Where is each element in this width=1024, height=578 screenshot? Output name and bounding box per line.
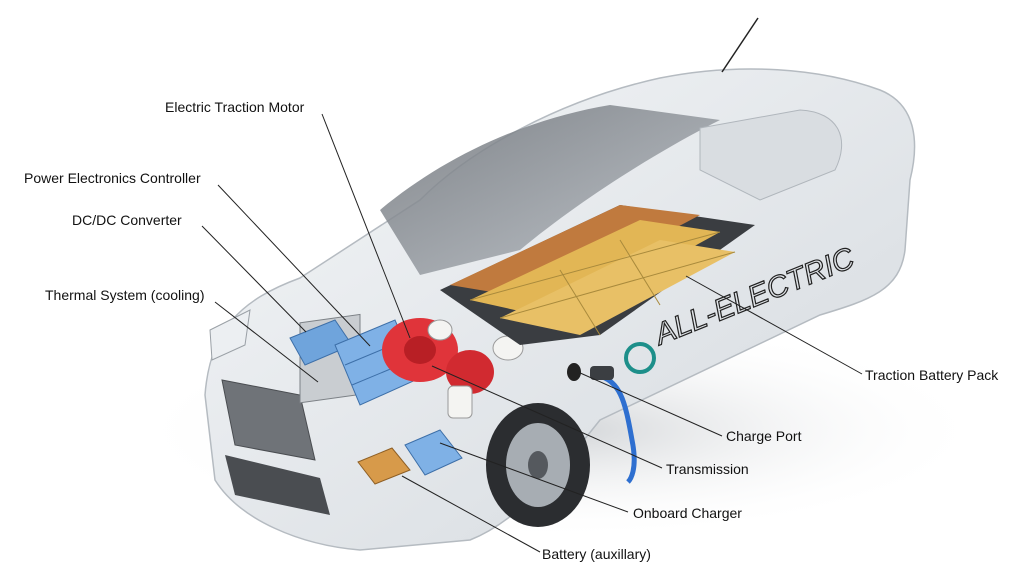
leader-transmission [431,365,663,469]
label-transmission: Transmission [666,461,749,477]
charging-plug [590,366,614,380]
headlight [209,309,251,361]
charge-port-part [567,363,581,381]
leader-electric-traction-motor [321,113,411,339]
antenna [721,17,759,73]
front-grille [221,379,316,461]
leader-power-electronics-controller [217,184,371,347]
leader-battery-auxiliary [401,475,541,553]
label-dc-dc-converter: DC/DC Converter [72,212,182,228]
label-power-electronics-controller: Power Electronics Controller [24,170,201,186]
leader-dc-dc-converter [201,225,307,333]
label-thermal-system: Thermal System (cooling) [45,287,205,303]
reservoir-3 [447,385,473,419]
front-wheel [486,403,590,527]
leader-traction-battery-pack [685,275,863,375]
leader-onboard-charger [439,442,629,513]
label-battery-auxiliary: Battery (auxillary) [542,546,651,562]
leader-thermal-system [214,301,319,383]
auxiliary-battery-part [357,447,411,485]
leader-charge-port [577,371,723,437]
lower-grille [225,455,330,515]
windshield [380,105,720,275]
label-onboard-charger: Onboard Charger [633,505,742,521]
reservoir-1 [427,319,453,341]
side-windows [699,109,843,201]
label-electric-traction-motor: Electric Traction Motor [165,99,305,115]
onboard-charger-part [404,429,463,476]
traction-battery-pack-part [440,205,755,345]
decal-logo [624,342,656,374]
charging-cable [595,372,637,484]
label-charge-port: Charge Port [726,428,802,444]
label-traction-battery-pack: Traction Battery Pack [865,367,999,383]
leader-lines [201,113,863,553]
